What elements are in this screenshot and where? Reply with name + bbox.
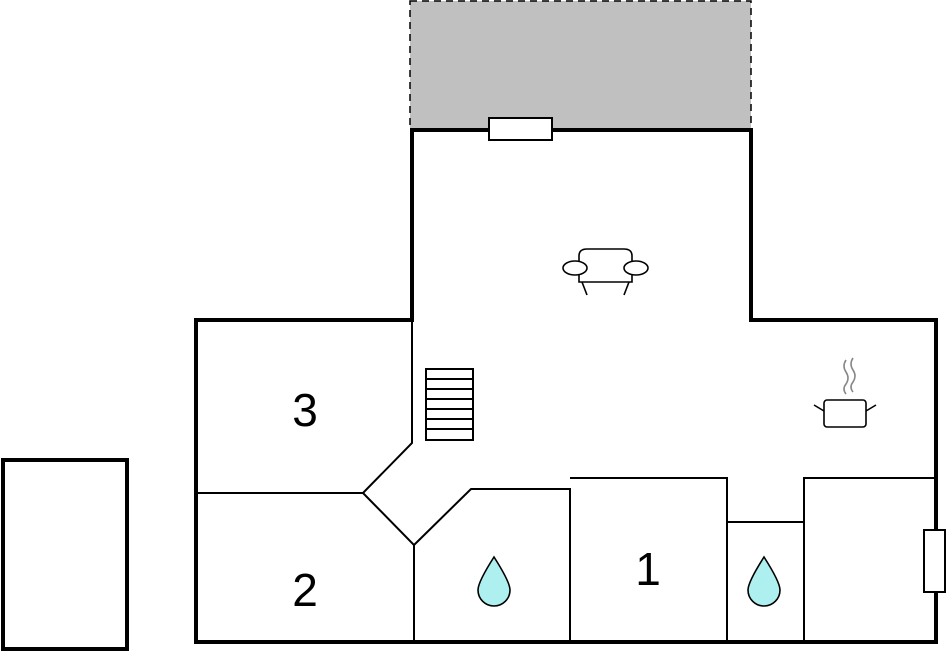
outer-walls (194, 128, 938, 644)
water-drop-icon (477, 555, 511, 607)
room-label-1: 1 (635, 543, 661, 595)
sofa-icon (562, 248, 649, 296)
cooking-pot-icon (813, 357, 877, 428)
side-window-icon (923, 529, 946, 593)
room-label-2: 2 (292, 564, 318, 616)
outbuilding (1, 458, 129, 651)
terrace (409, 0, 752, 131)
water-drop-icon (747, 555, 781, 607)
window-icon (488, 117, 553, 141)
interior-walls (196, 320, 936, 642)
room-label-3: 3 (292, 384, 318, 436)
stairs-icon (425, 368, 474, 441)
